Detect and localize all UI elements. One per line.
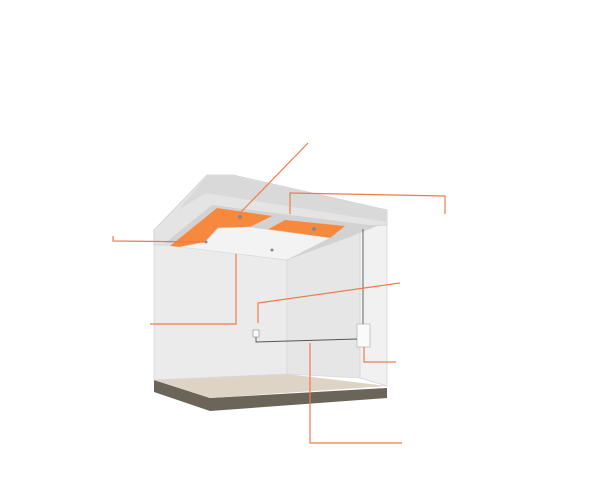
- callout-lines: [112, 142, 446, 444]
- panel-fixing: [238, 215, 242, 219]
- callout-ceiling-board: [150, 254, 237, 325]
- callout-control-box: [363, 347, 396, 363]
- callout-heating-panel: [239, 142, 309, 214]
- callout-ceiling-edge: [112, 236, 207, 243]
- control-box: [356, 323, 371, 348]
- callout-wiring: [309, 343, 402, 444]
- callout-ceiling-structure: [289, 192, 446, 214]
- panel-fixing: [270, 248, 274, 252]
- floor-surface: [154, 374, 387, 398]
- thermostat: [252, 329, 260, 338]
- callout-thermostat: [257, 282, 401, 323]
- floor-slab: [154, 380, 387, 411]
- heating-panel-right: [265, 220, 345, 238]
- panel-fixing: [312, 227, 316, 231]
- heating-panel-left: [170, 208, 272, 247]
- ceiling-slab-top: [178, 176, 387, 222]
- wire: [255, 337, 358, 343]
